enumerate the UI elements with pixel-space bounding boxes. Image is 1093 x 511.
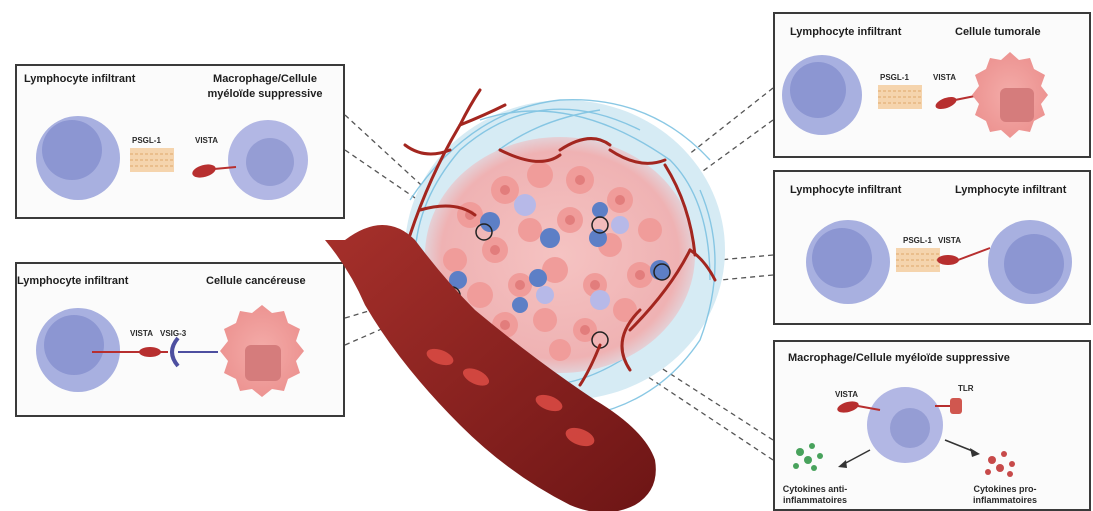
tl-ligand-label: PSGL-1: [132, 136, 161, 145]
lymphocyte-cell-tl: [36, 116, 120, 200]
br-out-right-1: Cytokines pro-: [960, 484, 1050, 494]
tr-receptor-label: VISTA: [933, 73, 956, 82]
psgl1-receptor-tl: [130, 148, 174, 172]
br-receptor-right-label: TLR: [958, 384, 974, 393]
tr-ligand-label: PSGL-1: [880, 73, 909, 82]
tumor-cell-tr: [972, 52, 1048, 138]
vista-receptor-mr: [937, 248, 990, 265]
myeloid-cell-br: [867, 387, 943, 463]
psgl1-receptor-tr: [878, 85, 922, 109]
tr-left-title: Lymphocyte infiltrant: [790, 26, 901, 39]
bl-receptor2-label: VSIG-3: [160, 329, 186, 338]
bl-left-title: Lymphocyte infiltrant: [17, 275, 128, 288]
vsig3-receptor-bl: [172, 338, 178, 366]
br-out-left-1: Cytokines anti-: [770, 484, 860, 494]
tl-receptor-label: VISTA: [195, 136, 218, 145]
vista-receptor-bl: [139, 347, 161, 357]
vista-receptor-tr: [934, 95, 975, 112]
lymphocyte-cell-bl: [36, 308, 120, 392]
bl-right-title: Cellule cancéreuse: [206, 275, 306, 288]
mr-right-title: Lymphocyte infiltrant: [955, 184, 1066, 197]
anti-inflammatory-cytokines-icon: [793, 443, 823, 471]
br-title: Macrophage/Cellule myéloïde suppressive: [788, 352, 1010, 365]
br-receptor-left-label: VISTA: [835, 390, 858, 399]
tl-left-title: Lymphocyte infiltrant: [24, 73, 135, 86]
mr-ligand-label: PSGL-1: [903, 236, 932, 245]
myeloid-cell-tl: [228, 120, 308, 200]
cancer-cell-bl: [220, 305, 304, 397]
tl-right-title-2: myéloïde suppressive: [190, 88, 340, 101]
bl-receptor1-label: VISTA: [130, 329, 153, 338]
br-out-right-2: inflammatoires: [960, 495, 1050, 505]
mr-receptor-label: VISTA: [938, 236, 961, 245]
mr-left-title: Lymphocyte infiltrant: [790, 184, 901, 197]
lymphocyte-cell-mr-left: [806, 220, 890, 304]
lymphocyte-cell-tr: [782, 55, 862, 135]
tr-right-title: Cellule tumorale: [955, 26, 1041, 39]
pro-inflammatory-cytokines-icon: [985, 451, 1015, 477]
psgl1-receptor-mr: [896, 248, 940, 272]
br-out-left-2: inflammatoires: [770, 495, 860, 505]
lymphocyte-cell-mr-right: [988, 220, 1072, 304]
tl-right-title-1: Macrophage/Cellule: [190, 73, 340, 86]
